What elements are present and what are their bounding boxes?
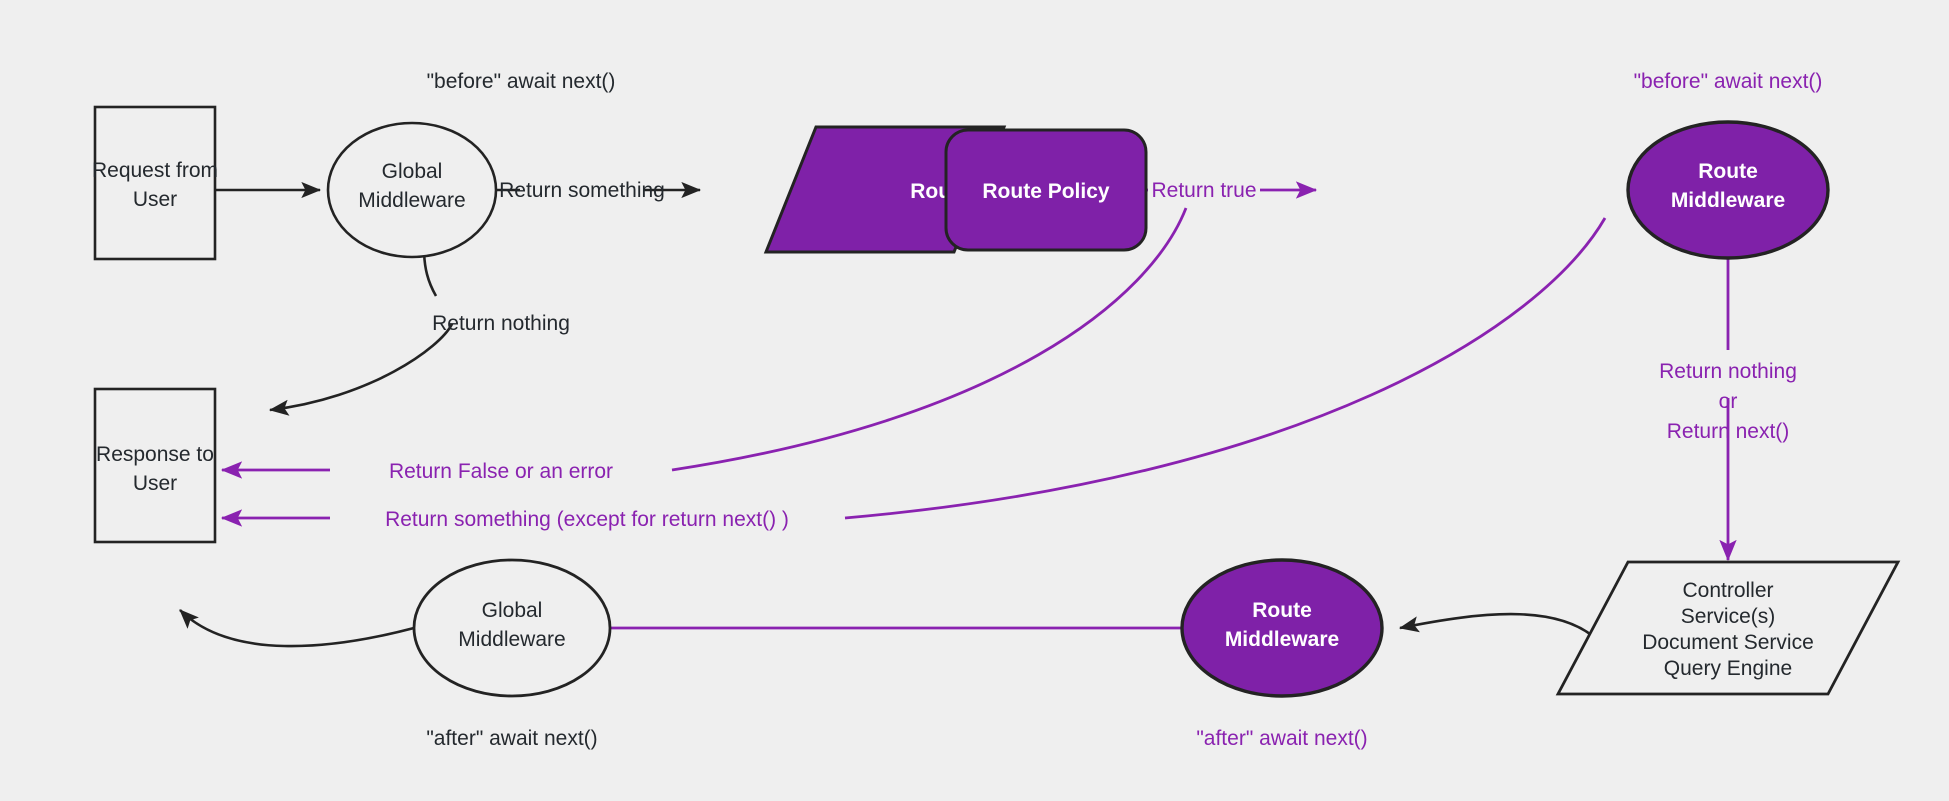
annotation-before-await-global: "before" await next() xyxy=(427,70,616,93)
node-controller-services[interactable]: Controller Service(s) Document Service Q… xyxy=(1555,560,1901,696)
edge-label-or: or xyxy=(1719,390,1738,413)
node-controller-line1: Controller xyxy=(1682,579,1773,602)
annotation-before-await-route: "before" await next() xyxy=(1634,70,1823,93)
node-response-line1: Response to xyxy=(96,443,214,466)
node-response-to-user[interactable]: Response to User xyxy=(93,387,217,544)
annotation-after-await-route: "after" await next() xyxy=(1196,727,1367,750)
edge-label-return-nothing: Return something xyxy=(499,179,665,202)
node-route-middleware-bottom-line2: Middleware xyxy=(1225,628,1339,651)
edge-label-return-something-except-next: Return something (except for return next… xyxy=(385,508,789,531)
node-global-middleware-top-line1: Global xyxy=(382,160,443,183)
node-route-middleware-top[interactable]: Route Middleware xyxy=(1626,120,1830,260)
edge-label-return-next: Return next() xyxy=(1667,420,1790,443)
node-route-middleware-top-line1: Route xyxy=(1698,160,1758,183)
node-route-middleware-bottom[interactable]: Route Middleware xyxy=(1180,558,1384,698)
node-global-middleware-top[interactable]: Global Middleware xyxy=(326,121,498,259)
edge-label-return-false-or-error: Return False or an error xyxy=(389,460,613,483)
node-route-policy-label: Route Policy xyxy=(982,180,1110,203)
annotation-after-await-global: "after" await next() xyxy=(426,727,597,750)
node-request-line2: User xyxy=(133,188,177,211)
node-controller-line3: Document Service xyxy=(1642,631,1814,654)
node-request-line1: Request from xyxy=(92,159,218,182)
node-controller-line4: Query Engine xyxy=(1664,657,1792,680)
edge-controller-to-route-middleware-bottom xyxy=(1398,612,1608,651)
node-route-policy[interactable]: Route Policy xyxy=(944,128,1148,252)
edge-label-return-something: Return nothing xyxy=(432,312,570,335)
edge-route-middleware-return-something xyxy=(220,217,1607,527)
node-global-middleware-bottom-line2: Middleware xyxy=(458,628,565,651)
edge-route-policy-return-false xyxy=(220,207,1188,479)
node-global-middleware-bottom-line1: Global xyxy=(482,599,543,622)
node-global-middleware-bottom[interactable]: Global Middleware xyxy=(412,558,612,698)
node-route-middleware-top-line2: Middleware xyxy=(1671,189,1785,212)
node-route-middleware-bottom-line1: Route xyxy=(1252,599,1312,622)
edge-label-return-nothing-vertical: Return nothing xyxy=(1659,360,1797,383)
node-response-line2: User xyxy=(133,472,177,495)
node-global-middleware-top-line2: Middleware xyxy=(358,189,465,212)
edge-label-return-true: Return true xyxy=(1151,179,1256,202)
edge-global-middleware-bottom-to-response xyxy=(179,609,415,648)
edge-global-return-something xyxy=(268,247,454,416)
node-controller-line2: Service(s) xyxy=(1681,605,1776,628)
node-request-from-user[interactable]: Request from User xyxy=(92,105,218,261)
